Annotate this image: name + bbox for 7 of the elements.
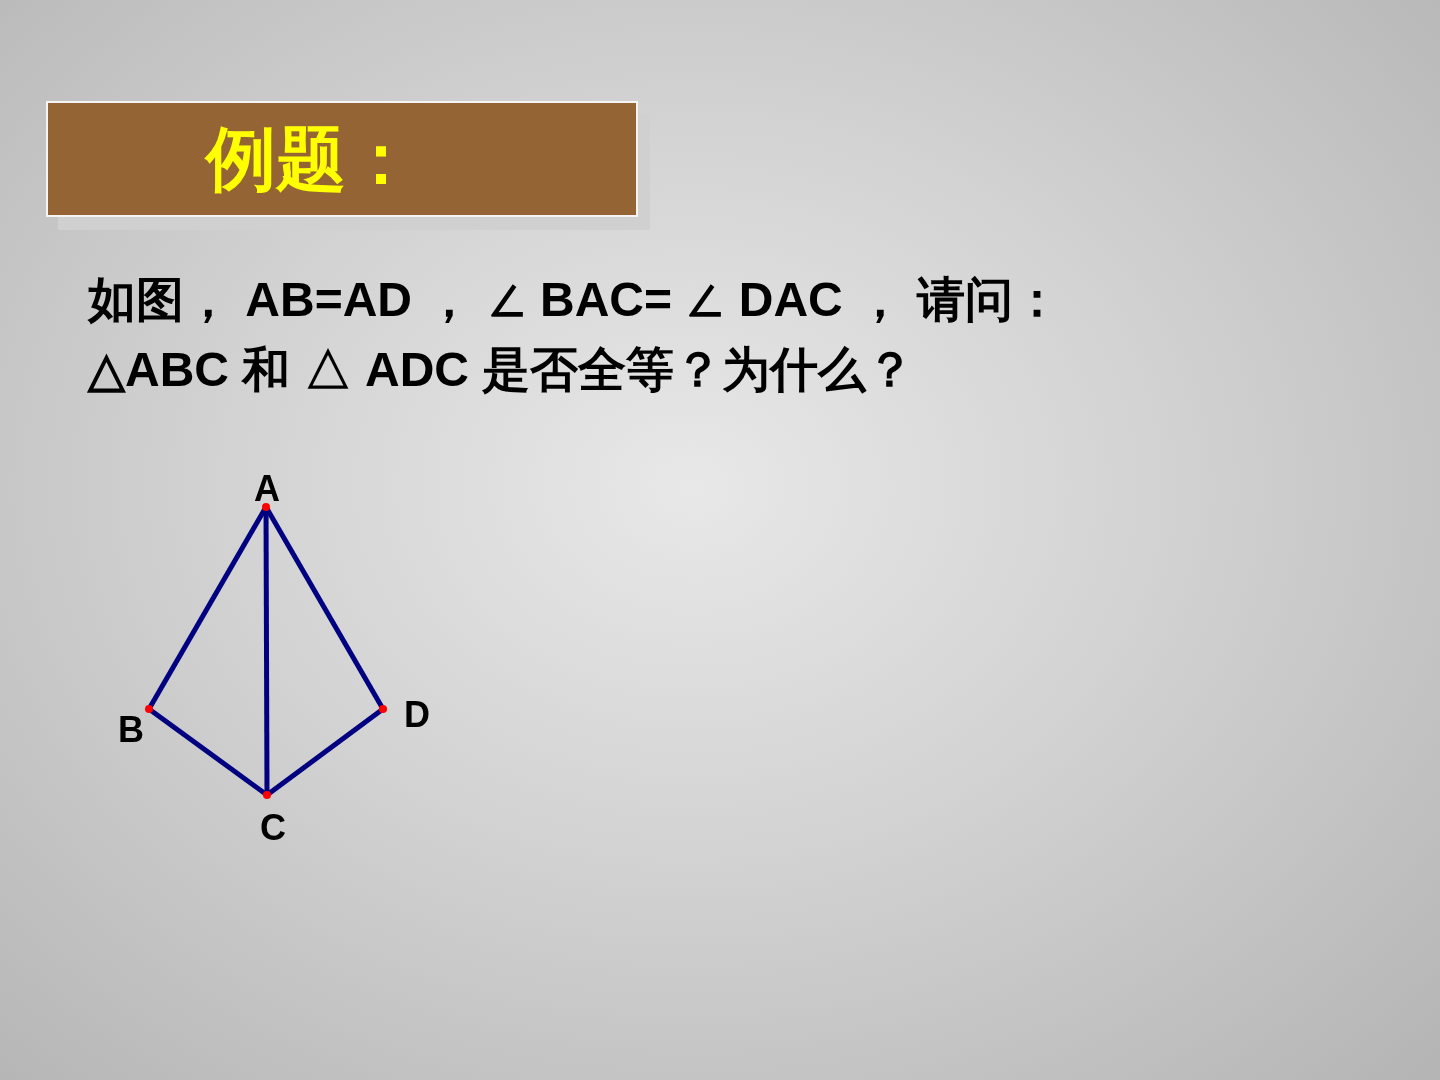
question-text: △ABC 和 △ ADC 是否全等？为什么？	[88, 342, 915, 398]
vertex-label: A	[248, 468, 286, 507]
vertex-label: C	[250, 795, 296, 847]
vertex-label: B	[113, 709, 149, 747]
question-text: 如图， AB=AD ， ∠ BAC= ∠ DAC ， 请问：	[88, 272, 1062, 328]
vertex-label: D	[383, 694, 437, 736]
title-banner: 例题：	[46, 101, 638, 217]
